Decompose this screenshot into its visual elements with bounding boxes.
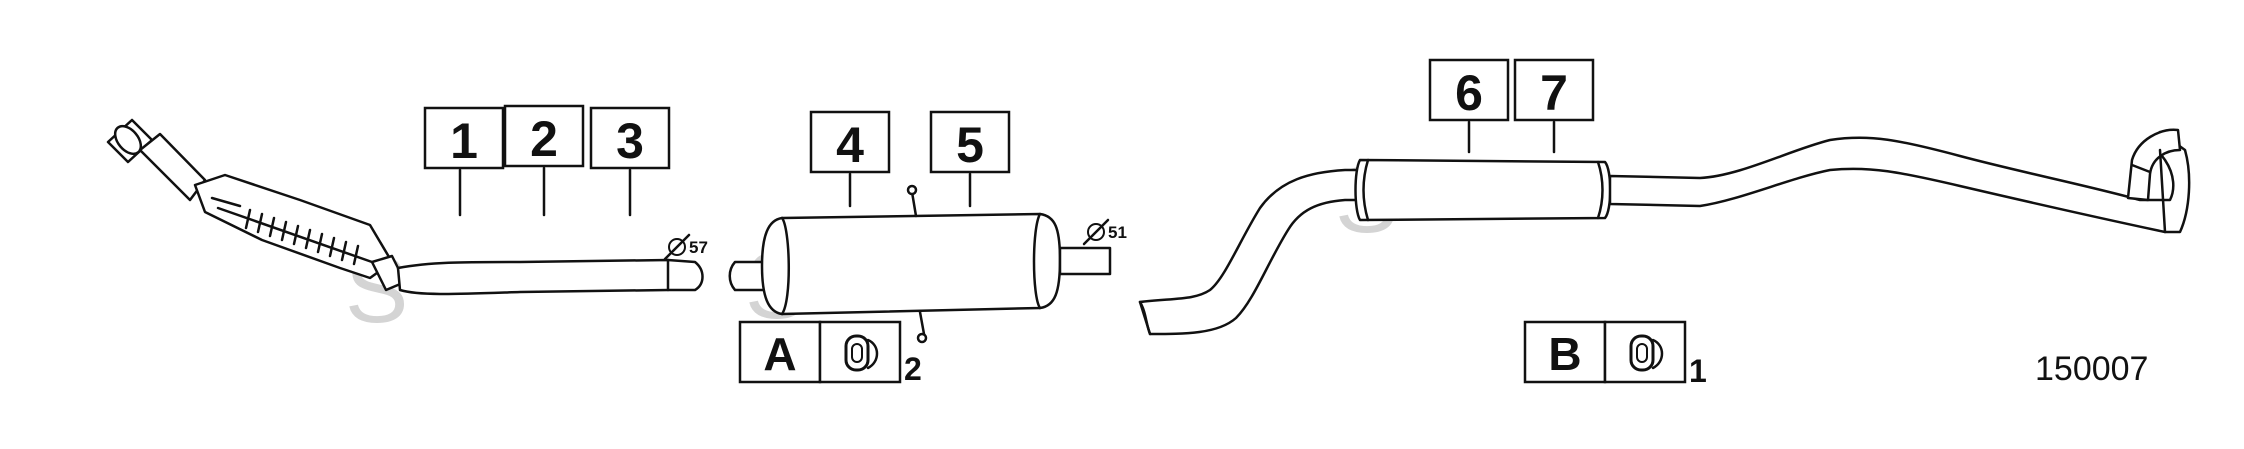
diagram-code: 150007 (2035, 350, 2148, 388)
clamp-icon (1629, 334, 1664, 372)
middle-muffler (728, 184, 1112, 344)
callout-6-label: 6 (1455, 65, 1483, 121)
callout-3: 3 (589, 106, 671, 217)
clamp-group-b: B 1 (1523, 320, 1707, 389)
clamp-group-a: A 2 (738, 320, 922, 387)
callout-7-label: 7 (1540, 65, 1568, 121)
clamp-group-b-letter: B (1548, 328, 1581, 380)
rear-muffler (1138, 128, 2191, 336)
clamp-group-b-count: 1 (1689, 353, 1707, 389)
callout-2: 2 (503, 104, 585, 217)
callout-7: 7 (1513, 58, 1595, 154)
callout-5: 5 (929, 110, 1011, 208)
callout-6: 6 (1428, 58, 1510, 154)
callout-4: 4 (809, 110, 891, 208)
callout-5-label: 5 (956, 117, 984, 173)
callout-3-label: 3 (616, 113, 644, 169)
callout-2-label: 2 (530, 111, 558, 167)
diameter-front-value: 57 (689, 238, 708, 257)
diameter-middle-value: 51 (1108, 223, 1127, 242)
clamp-group-a-count: 2 (904, 351, 922, 387)
callout-4-label: 4 (836, 117, 864, 173)
front-pipe (106, 118, 704, 296)
callout-1: 1 (423, 106, 505, 217)
diameter-middle-label: 51 (1082, 218, 1127, 246)
clamp-group-a-letter: A (763, 328, 796, 380)
diameter-front-label: 57 (663, 233, 708, 261)
callout-1-label: 1 (450, 113, 478, 169)
clamp-icon (844, 334, 879, 372)
